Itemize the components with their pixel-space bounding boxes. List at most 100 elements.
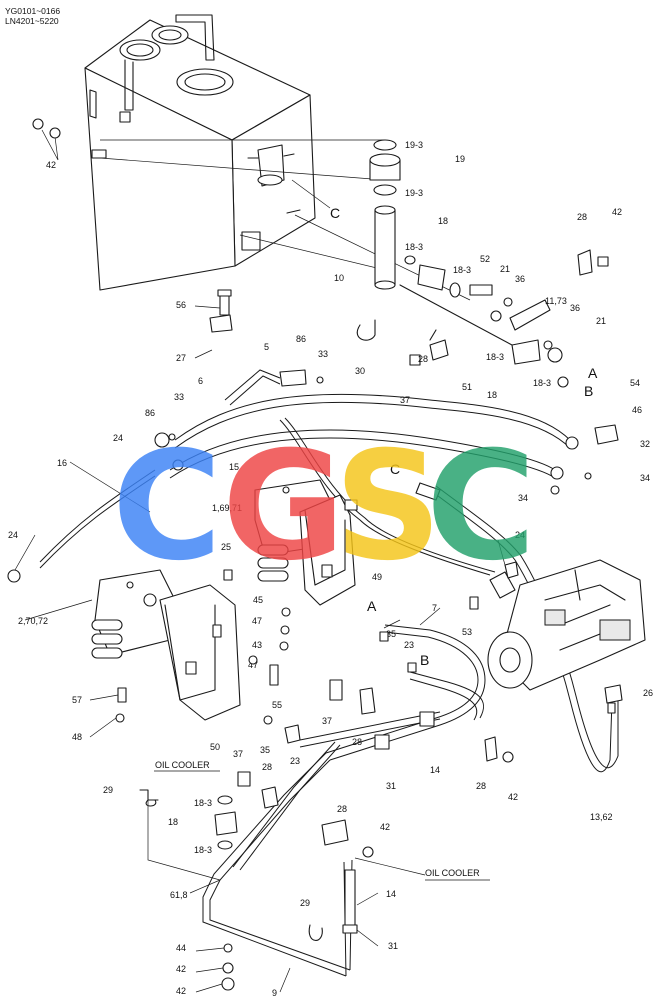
callout-29-left: 29 bbox=[103, 785, 113, 795]
watermark-letter-g: G bbox=[222, 420, 345, 594]
callout-24-far-left: 24 bbox=[8, 530, 18, 540]
callout-51: 51 bbox=[462, 382, 472, 392]
callout-21-b: 21 bbox=[596, 316, 606, 326]
callout-42-bottom-a: 42 bbox=[176, 964, 186, 974]
callout-28-right: 28 bbox=[476, 781, 486, 791]
callout-31-mid: 31 bbox=[386, 781, 396, 791]
callout-42-left: 42 bbox=[46, 160, 56, 170]
callout-5: 5 bbox=[264, 342, 269, 352]
callout-49: 49 bbox=[372, 572, 382, 582]
callout-25: 25 bbox=[221, 542, 231, 552]
callout-42-top-right: 42 bbox=[612, 207, 622, 217]
callout-18-3-f: 18-3 bbox=[194, 845, 212, 855]
valve-bracket-50 bbox=[159, 584, 241, 721]
callout-23-left: 23 bbox=[290, 756, 300, 766]
callout-1-69-71: 1,69,71 bbox=[212, 503, 242, 513]
callout-32: 32 bbox=[640, 439, 650, 449]
callout-45: 45 bbox=[253, 595, 263, 605]
callout-54: 54 bbox=[630, 378, 640, 388]
callout-9: 9 bbox=[272, 988, 277, 998]
callout-15: 15 bbox=[229, 462, 239, 472]
callout-34-right: 34 bbox=[640, 473, 650, 483]
callout-56: 56 bbox=[176, 300, 186, 310]
callout-53: 53 bbox=[462, 627, 472, 637]
callout-28-lower: 28 bbox=[262, 762, 272, 772]
callout-18-3-a: 18-3 bbox=[405, 242, 423, 252]
callout-37-mid: 37 bbox=[322, 716, 332, 726]
callout-37-a: 37 bbox=[400, 395, 410, 405]
callout-42-right: 42 bbox=[508, 792, 518, 802]
callout-b-lower: B bbox=[420, 652, 429, 668]
callout-18-3-b: 18-3 bbox=[453, 265, 471, 275]
callout-61-8: 61,8 bbox=[170, 890, 188, 900]
callout-86-left: 86 bbox=[145, 408, 155, 418]
watermark-letter-c1: C bbox=[112, 420, 222, 594]
hydraulic-pump bbox=[487, 559, 646, 714]
lower-pipes bbox=[202, 624, 486, 977]
callout-86-top: 86 bbox=[296, 334, 306, 344]
callout-33-top: 33 bbox=[318, 349, 328, 359]
callout-30: 30 bbox=[355, 366, 365, 376]
callout-50: 50 bbox=[210, 742, 220, 752]
callout-a-top: A bbox=[588, 365, 598, 381]
valve-bracket-49 bbox=[299, 494, 358, 606]
callout-19: 19 bbox=[455, 154, 465, 164]
callout-2-70-72: 2,70,72 bbox=[18, 616, 48, 626]
callout-28-lower-right: 28 bbox=[337, 804, 347, 814]
callout-37-lower: 37 bbox=[233, 749, 243, 759]
callout-c-lower: C bbox=[390, 461, 400, 477]
callout-6: 6 bbox=[198, 376, 203, 386]
callout-31-lower: 31 bbox=[388, 941, 398, 951]
watermark-letter-c2: C bbox=[426, 420, 536, 594]
callout-19-3-bottom: 19-3 bbox=[405, 188, 423, 198]
callout-18-lower: 18 bbox=[168, 817, 178, 827]
callout-14-mid: 14 bbox=[430, 765, 440, 775]
callout-14-lower: 14 bbox=[386, 889, 396, 899]
callout-42-lower: 42 bbox=[380, 822, 390, 832]
callout-18-3-d: 18-3 bbox=[533, 378, 551, 388]
callout-a-lower: A bbox=[367, 598, 377, 614]
oil-cooler-label-right: OIL COOLER bbox=[425, 868, 480, 878]
callout-29-lower: 29 bbox=[300, 898, 310, 908]
callout-18-3-c: 18-3 bbox=[486, 352, 504, 362]
callout-18-3-e: 18-3 bbox=[194, 798, 212, 808]
callout-48: 48 bbox=[72, 732, 82, 742]
suction-pipe-assembly bbox=[356, 139, 609, 388]
callout-26: 26 bbox=[643, 688, 653, 698]
callout-52: 52 bbox=[480, 254, 490, 264]
callout-19-3-top: 19-3 bbox=[405, 140, 423, 150]
callout-34-left: 34 bbox=[518, 493, 528, 503]
callout-55: 55 bbox=[272, 700, 282, 710]
callout-13-62: 13,62 bbox=[590, 812, 613, 822]
callout-c-tank: C bbox=[330, 205, 340, 221]
callout-35-left: 35 bbox=[260, 745, 270, 755]
serial-range-line-1: YG0101~0166 bbox=[5, 6, 60, 16]
callout-36-b: 36 bbox=[570, 303, 580, 313]
serial-range-line-2: LN4201~5220 bbox=[5, 16, 59, 26]
callout-36-a: 36 bbox=[515, 274, 525, 284]
callout-21-a: 21 bbox=[500, 264, 510, 274]
callout-35-right: 35 bbox=[386, 629, 396, 639]
callout-28-mid-upper: 28 bbox=[418, 354, 428, 364]
control-valve-lower bbox=[91, 569, 176, 659]
callout-10: 10 bbox=[334, 273, 344, 283]
callout-33-left: 33 bbox=[174, 392, 184, 402]
callout-24-upper: 24 bbox=[113, 433, 123, 443]
callout-57: 57 bbox=[72, 695, 82, 705]
hydraulic-tank bbox=[84, 14, 316, 291]
callout-7: 7 bbox=[432, 603, 437, 613]
callout-18-top: 18 bbox=[438, 216, 448, 226]
callout-23-right: 23 bbox=[404, 640, 414, 650]
oil-cooler-label-left: OIL COOLER bbox=[155, 760, 210, 770]
callout-28-mid: 28 bbox=[352, 737, 362, 747]
callout-b-top: B bbox=[584, 383, 593, 399]
callout-27: 27 bbox=[176, 353, 186, 363]
callout-11-73: 11,73 bbox=[545, 296, 567, 306]
callout-16: 16 bbox=[57, 458, 67, 468]
callout-18-middle: 18 bbox=[487, 390, 497, 400]
callout-44: 44 bbox=[176, 943, 186, 953]
callout-47-bottom: 47 bbox=[248, 660, 258, 670]
callout-42-bottom-b: 42 bbox=[176, 986, 186, 996]
